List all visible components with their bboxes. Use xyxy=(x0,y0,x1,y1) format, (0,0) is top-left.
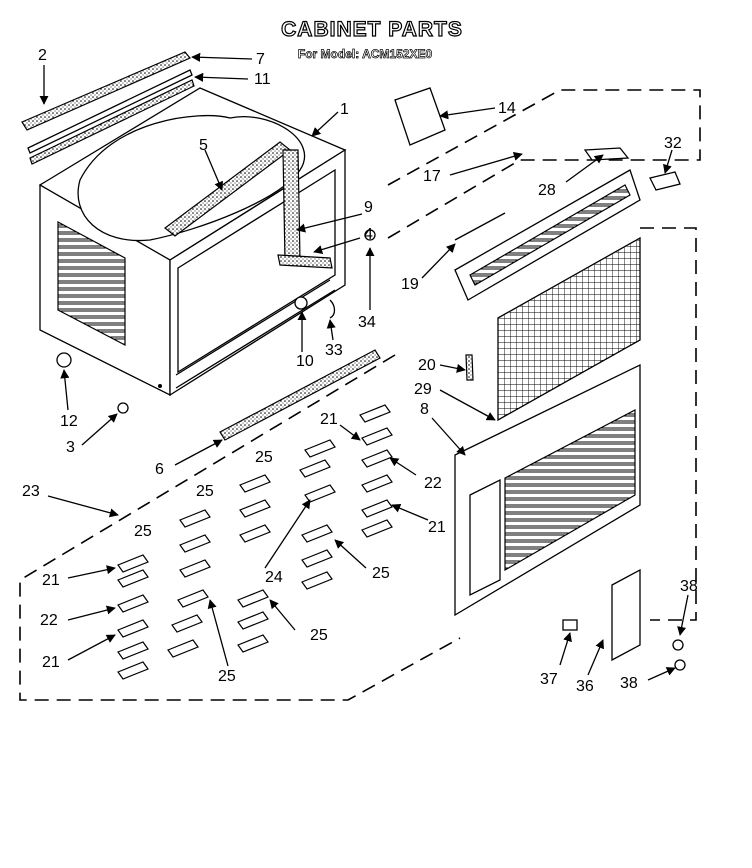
screw-3 xyxy=(117,402,129,414)
leader-lines xyxy=(39,52,689,681)
callout-7: 7 xyxy=(256,51,265,68)
clip-33 xyxy=(329,299,336,319)
plug-12 xyxy=(56,352,72,368)
front-group-outline xyxy=(387,89,701,239)
callout-8: 8 xyxy=(420,401,429,418)
grille-group-outline xyxy=(640,227,697,621)
clip-32 xyxy=(649,171,681,191)
nut-10 xyxy=(294,296,308,310)
callout-9: 9 xyxy=(364,199,373,216)
bracket-37 xyxy=(562,619,578,631)
callout-32: 32 xyxy=(664,135,682,152)
callout-21-top: 21 xyxy=(320,411,338,428)
callout-34: 34 xyxy=(358,314,376,331)
callout-23: 23 xyxy=(22,483,40,500)
callout-20: 20 xyxy=(418,357,436,374)
callout-3: 3 xyxy=(66,439,75,456)
callout-22-left: 22 xyxy=(40,612,58,629)
callout-25-a: 25 xyxy=(255,449,273,466)
callout-24: 24 xyxy=(265,569,283,586)
callout-25-f: 25 xyxy=(218,668,236,685)
callout-17: 17 xyxy=(423,168,441,185)
callout-25-b: 25 xyxy=(196,483,214,500)
callout-19: 19 xyxy=(401,276,419,293)
diagram-title: CABINET PARTS xyxy=(281,17,463,41)
screw-38-upper xyxy=(672,639,684,651)
callout-36: 36 xyxy=(576,678,594,695)
callout-2: 2 xyxy=(38,47,47,64)
callout-10: 10 xyxy=(296,353,314,370)
callout-6: 6 xyxy=(155,461,164,478)
knob-28 xyxy=(583,147,630,161)
rod-19 xyxy=(454,212,506,241)
clip-group-outline xyxy=(19,354,461,701)
insulation-strip-9 xyxy=(282,149,301,263)
clip-set xyxy=(117,404,393,680)
screw-34 xyxy=(364,229,376,241)
callout-29: 29 xyxy=(414,381,432,398)
callout-4: 4 xyxy=(364,226,373,243)
rail-11 xyxy=(29,79,195,165)
callout-25-d: 25 xyxy=(372,565,390,582)
panel-36 xyxy=(611,568,641,662)
callout-11: 11 xyxy=(254,71,271,88)
cabinet xyxy=(38,87,347,397)
callout-1: 1 xyxy=(340,101,349,118)
rail-7 xyxy=(27,69,193,154)
callout-21-left-bottom: 21 xyxy=(42,654,60,671)
filter-grille-29 xyxy=(497,236,641,422)
callout-33: 33 xyxy=(325,342,343,359)
callout-37: 37 xyxy=(540,671,558,688)
screw-38-lower xyxy=(674,659,686,671)
callout-38-lower: 38 xyxy=(620,675,638,692)
callout-21-left-top: 21 xyxy=(42,572,60,589)
callout-5: 5 xyxy=(199,137,208,154)
callout-21-right: 21 xyxy=(428,519,446,536)
bracket-14 xyxy=(394,87,446,146)
seal-20 xyxy=(465,354,474,381)
callout-14: 14 xyxy=(498,100,516,117)
callout-28: 28 xyxy=(538,182,556,199)
insulation-strip-4 xyxy=(277,254,333,269)
callout-12: 12 xyxy=(60,413,78,430)
callout-25-e: 25 xyxy=(310,627,328,644)
callout-25-c: 25 xyxy=(134,523,152,540)
bottom-rail-6 xyxy=(219,349,381,441)
rail-2 xyxy=(21,51,191,131)
model-subtitle: For Model: ACM152XE0 xyxy=(297,47,433,62)
callout-22-right: 22 xyxy=(424,475,442,492)
callout-38-upper: 38 xyxy=(680,578,698,595)
